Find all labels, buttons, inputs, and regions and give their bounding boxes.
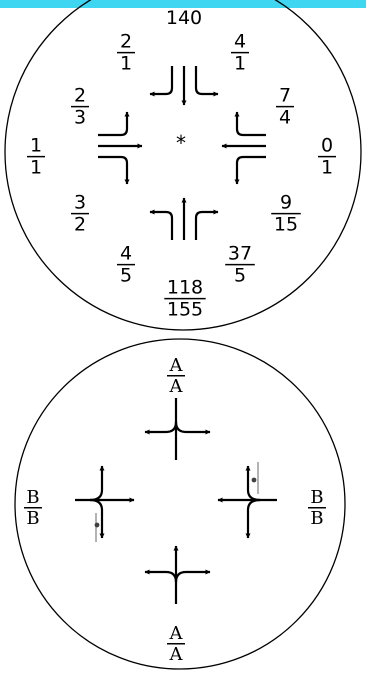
fraction-upper-right-denominator: 1 — [234, 53, 246, 75]
top-count-label: 140 — [166, 7, 202, 29]
fraction-right: 01 — [318, 135, 336, 179]
fraction-lower-right: 375 — [225, 243, 255, 287]
south-movement-group — [144, 545, 211, 604]
north-left-turn-arrow — [149, 66, 174, 97]
fraction-right-upper-numerator: 7 — [279, 85, 291, 107]
fraction-lower-left-denominator: 5 — [120, 265, 132, 287]
west-pole-dot — [94, 522, 100, 528]
fraction-upper-left-denominator: 1 — [120, 53, 132, 75]
south-right-arrow — [174, 569, 211, 583]
top-accent-bar — [0, 0, 366, 8]
fraction-left-upper: 23 — [71, 85, 89, 129]
south-left-turn-arrow — [149, 209, 174, 240]
fraction-lower-left: 45 — [117, 243, 135, 287]
fraction-right-numerator: 0 — [321, 135, 333, 157]
east-turn-up-arrow — [234, 111, 266, 137]
fraction-right-numerator: B — [310, 487, 323, 508]
fraction-bottom-numerator: 118 — [167, 277, 203, 299]
fraction-lower-right-denominator: 5 — [234, 265, 246, 287]
fraction-right-lower-numerator: 9 — [280, 192, 292, 214]
fraction-left-lower-numerator: 3 — [74, 192, 86, 214]
north-approach-arrows — [149, 66, 219, 106]
east-pole-dot — [251, 477, 257, 483]
west-down-arrow — [89, 498, 105, 539]
fraction-bottom-denominator: 155 — [167, 299, 203, 321]
fraction-left-numerator: B — [26, 487, 39, 508]
fraction-upper-right: 41 — [231, 31, 249, 75]
east-approach-arrows — [221, 111, 266, 185]
fraction-bottom-numerator: A — [169, 623, 184, 644]
fraction-top-numerator: A — [169, 355, 184, 376]
south-right-turn-arrow — [194, 209, 219, 240]
fraction-upper-left: 21 — [117, 31, 135, 75]
fraction-right-upper: 74 — [276, 85, 294, 129]
fraction-right-upper-denominator: 4 — [279, 107, 291, 129]
fraction-left-upper-numerator: 2 — [74, 85, 86, 107]
fraction-left: 11 — [27, 135, 45, 179]
fraction-bottom-denominator: A — [169, 644, 184, 665]
fraction-top-denominator: A — [169, 376, 184, 397]
fraction-lower-left-numerator: 4 — [120, 243, 132, 265]
fraction-left-denominator: 1 — [30, 157, 42, 179]
west-turn-down-arrow — [98, 155, 130, 185]
north-movement-group — [144, 398, 211, 460]
fraction-upper-left-numerator: 2 — [120, 31, 132, 53]
east-down-arrow — [245, 498, 261, 539]
fraction-bottom: AA — [167, 623, 185, 665]
fraction-left-upper-denominator: 3 — [74, 107, 86, 129]
west-movement-group — [75, 465, 135, 542]
fraction-left-denominator: B — [26, 508, 39, 529]
west-approach-arrows — [98, 111, 143, 185]
west-up-arrow — [89, 465, 105, 502]
east-turn-down-arrow — [234, 155, 266, 185]
fraction-right-denominator: 1 — [321, 157, 333, 179]
fraction-right-lower-denominator: 15 — [274, 214, 298, 236]
fraction-upper-right-numerator: 4 — [234, 31, 246, 53]
fraction-left-numerator: 1 — [30, 135, 42, 157]
north-right-arrow — [174, 421, 211, 435]
north-left-arrow — [144, 421, 178, 435]
south-approach-arrows — [149, 197, 219, 240]
north-right-turn-arrow — [194, 66, 219, 97]
east-movement-group — [217, 462, 277, 539]
fraction-left-lower-denominator: 2 — [74, 214, 86, 236]
west-turn-up-arrow — [98, 111, 130, 137]
fraction-right-denominator: B — [310, 508, 323, 529]
fraction-top: AA — [167, 355, 185, 397]
fraction-left: BB — [24, 487, 42, 529]
fraction-right: BB — [308, 487, 326, 529]
fraction-right-lower: 915 — [271, 192, 301, 236]
south-left-arrow — [144, 569, 178, 583]
bottom-junction-circle — [14, 338, 346, 670]
fraction-lower-right-numerator: 37 — [228, 243, 252, 265]
top-center-mark: * — [176, 131, 186, 155]
fraction-left-lower: 32 — [71, 192, 89, 236]
top-junction-circle — [4, 0, 362, 331]
